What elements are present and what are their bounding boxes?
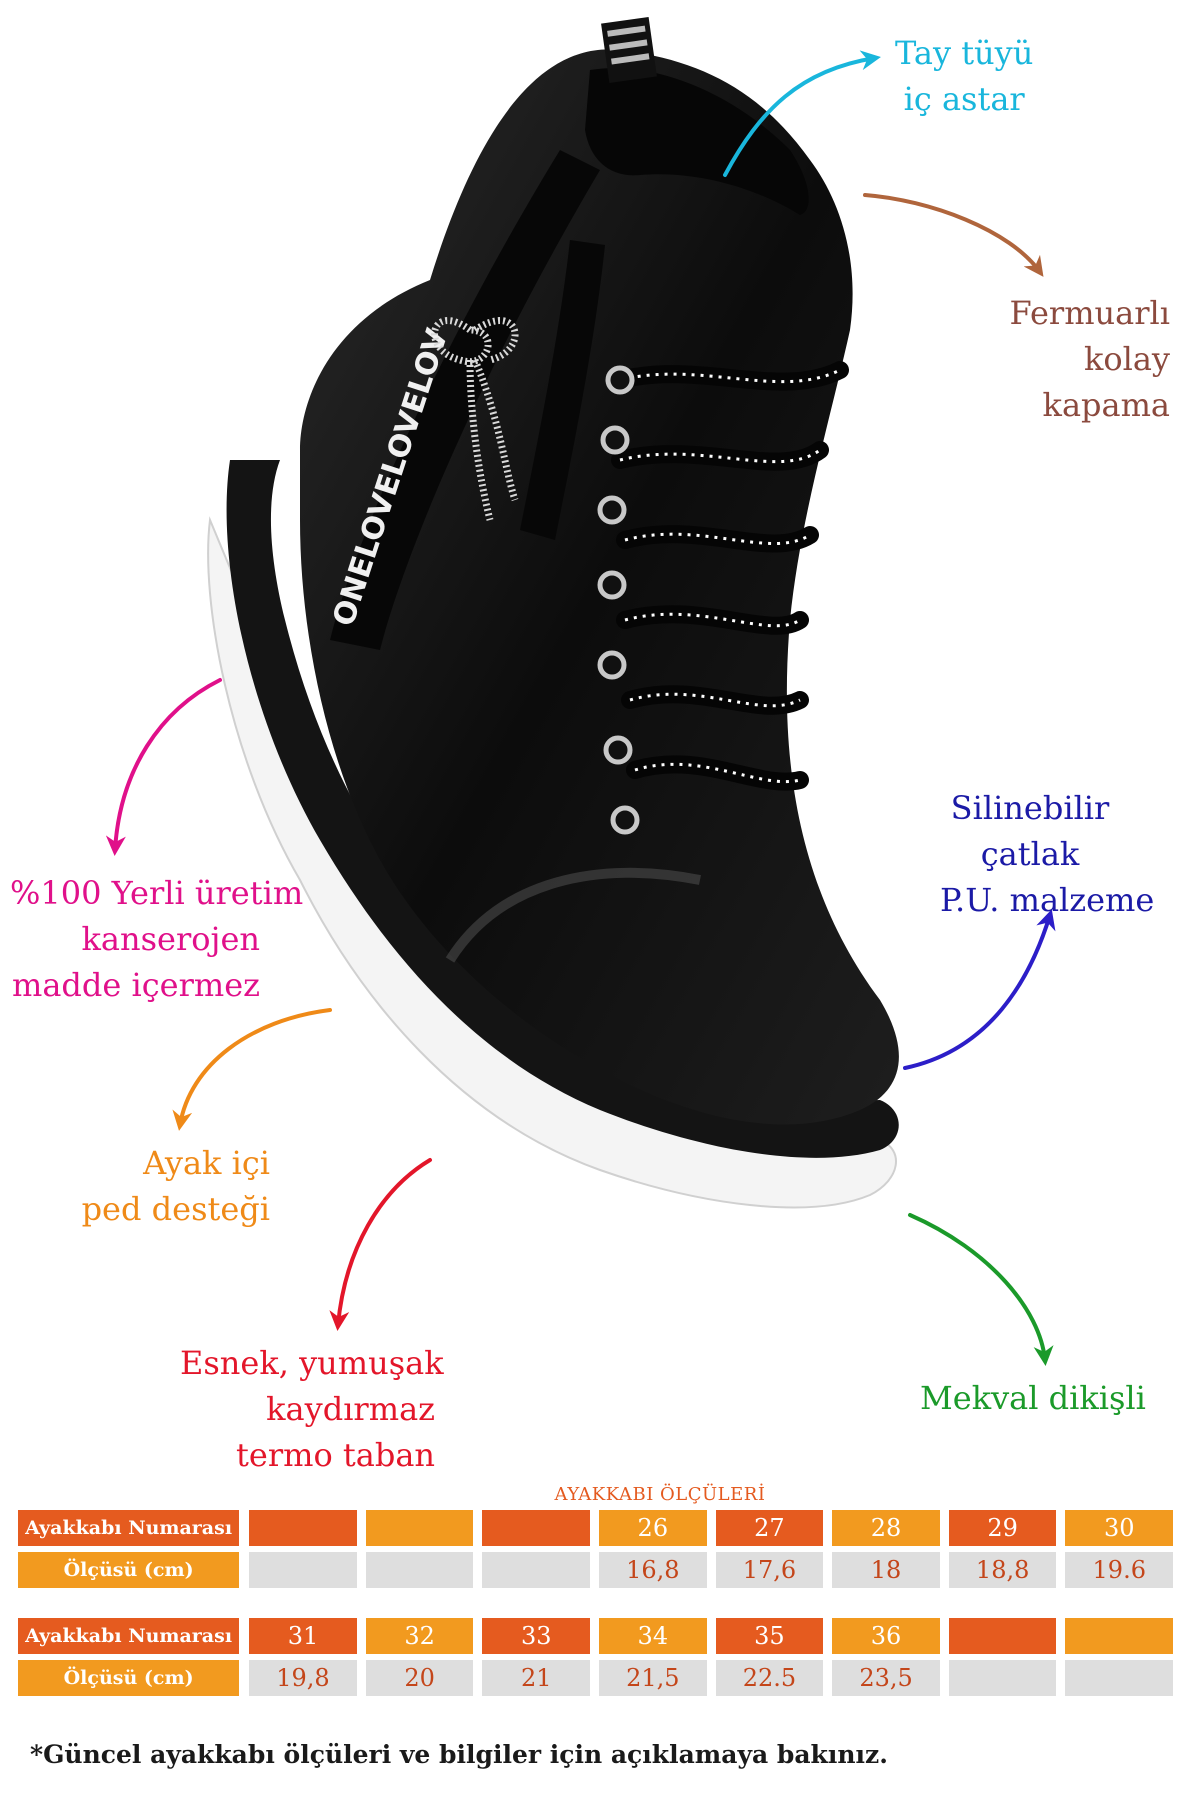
- feature-local-production-label: %100 Yerli üretim kanserojen madde içerm…: [10, 874, 304, 1004]
- size-number-cell: 34: [599, 1618, 707, 1654]
- size-number-cell: [1065, 1618, 1174, 1654]
- size-number-row: Ayakkabı Numarası 26 27 28 29 30: [18, 1510, 1182, 1546]
- size-number-cell: [365, 1510, 474, 1546]
- feature-stitching-label: Mekval dikişli: [920, 1379, 1146, 1417]
- size-number-label: Ayakkabı Numarası: [18, 1618, 240, 1654]
- size-number-cell: 28: [832, 1510, 940, 1546]
- arrow-astar: [723, 50, 881, 177]
- arrow-fermuar: [863, 193, 1044, 277]
- boot-laces: [611, 361, 849, 791]
- size-number-cell: 30: [1065, 1510, 1174, 1546]
- feature-insole-label: Ayak içi ped desteği: [81, 1144, 270, 1228]
- size-measure-cell: [249, 1552, 357, 1588]
- size-number-cell: 31: [249, 1618, 357, 1654]
- size-measure-cell: 22.5: [715, 1660, 824, 1696]
- feature-zipper-label: Fermuarlı kolay kapama: [1009, 294, 1170, 424]
- size-measure-cell: 17,6: [715, 1552, 824, 1588]
- rhinestone-bow: [431, 317, 519, 521]
- feature-sole-label: Esnek, yumuşak kaydırmaz termo taban: [180, 1344, 444, 1474]
- size-measure-row: Ölçüsü (cm) 16,8 17,6 18 18,8 19.6: [18, 1552, 1182, 1588]
- size-measure-cell: [948, 1660, 1057, 1696]
- size-chart: AYAKKABI ÖLÇÜLERİ Ayakkabı Numarası 26 2…: [18, 1480, 1182, 1702]
- arrow-yerli: [105, 678, 222, 856]
- size-number-cell: 26: [599, 1510, 707, 1546]
- footnote: *Güncel ayakkabı ölçüleri ve bilgiler iç…: [30, 1740, 888, 1769]
- boot-collar: [585, 68, 809, 215]
- size-measure-cell: 20: [365, 1660, 474, 1696]
- size-measure-cell: 23,5: [832, 1660, 940, 1696]
- arrow-silinebilir: [903, 909, 1056, 1070]
- arrow-esnek: [329, 1158, 432, 1331]
- size-measure-cell: [365, 1552, 474, 1588]
- size-measure-label: Ölçüsü (cm): [18, 1552, 240, 1588]
- size-measure-cell: 18: [832, 1552, 940, 1588]
- size-number-row: Ayakkabı Numarası 31 32 33 34 35 36: [18, 1618, 1182, 1654]
- size-number-cell: 33: [482, 1618, 591, 1654]
- size-number-label: Ayakkabı Numarası: [18, 1510, 240, 1546]
- feature-arrows: [105, 50, 1056, 1366]
- size-number-cell: [249, 1510, 357, 1546]
- size-number-cell: [482, 1510, 591, 1546]
- size-number-cell: 35: [715, 1618, 824, 1654]
- size-number-cell: 27: [715, 1510, 824, 1546]
- size-chart-title: AYAKKABI ÖLÇÜLERİ: [554, 1484, 766, 1505]
- feature-material-label: Silinebilir çatlak P.U. malzeme: [940, 789, 1155, 919]
- boot-image: ONELOVELOVELOV: [207, 16, 899, 1209]
- size-measure-cell: 21,5: [599, 1660, 707, 1696]
- size-number-cell: 29: [948, 1510, 1057, 1546]
- size-measure-cell: 18,8: [948, 1552, 1057, 1588]
- size-number-cell: 32: [365, 1618, 474, 1654]
- size-measure-cell: 19.6: [1065, 1552, 1174, 1588]
- size-measure-cell: [482, 1552, 591, 1588]
- size-measure-cell: 16,8: [599, 1552, 707, 1588]
- size-measure-row: Ölçüsü (cm) 19,8 20 21 21,5 22.5 23,5: [18, 1660, 1182, 1696]
- size-measure-cell: [1065, 1660, 1174, 1696]
- boot-pull-tab: [601, 16, 657, 84]
- arrow-mekval: [908, 1213, 1054, 1366]
- boot-eyelets: [597, 365, 640, 835]
- size-measure-cell: 21: [482, 1660, 591, 1696]
- size-number-cell: [948, 1618, 1057, 1654]
- size-measure-cell: 19,8: [249, 1660, 357, 1696]
- size-number-cell: 36: [832, 1618, 940, 1654]
- feature-lining-label: Tay tüyü iç astar: [895, 34, 1034, 118]
- size-measure-label: Ölçüsü (cm): [18, 1660, 240, 1696]
- arrow-ped: [172, 1008, 332, 1131]
